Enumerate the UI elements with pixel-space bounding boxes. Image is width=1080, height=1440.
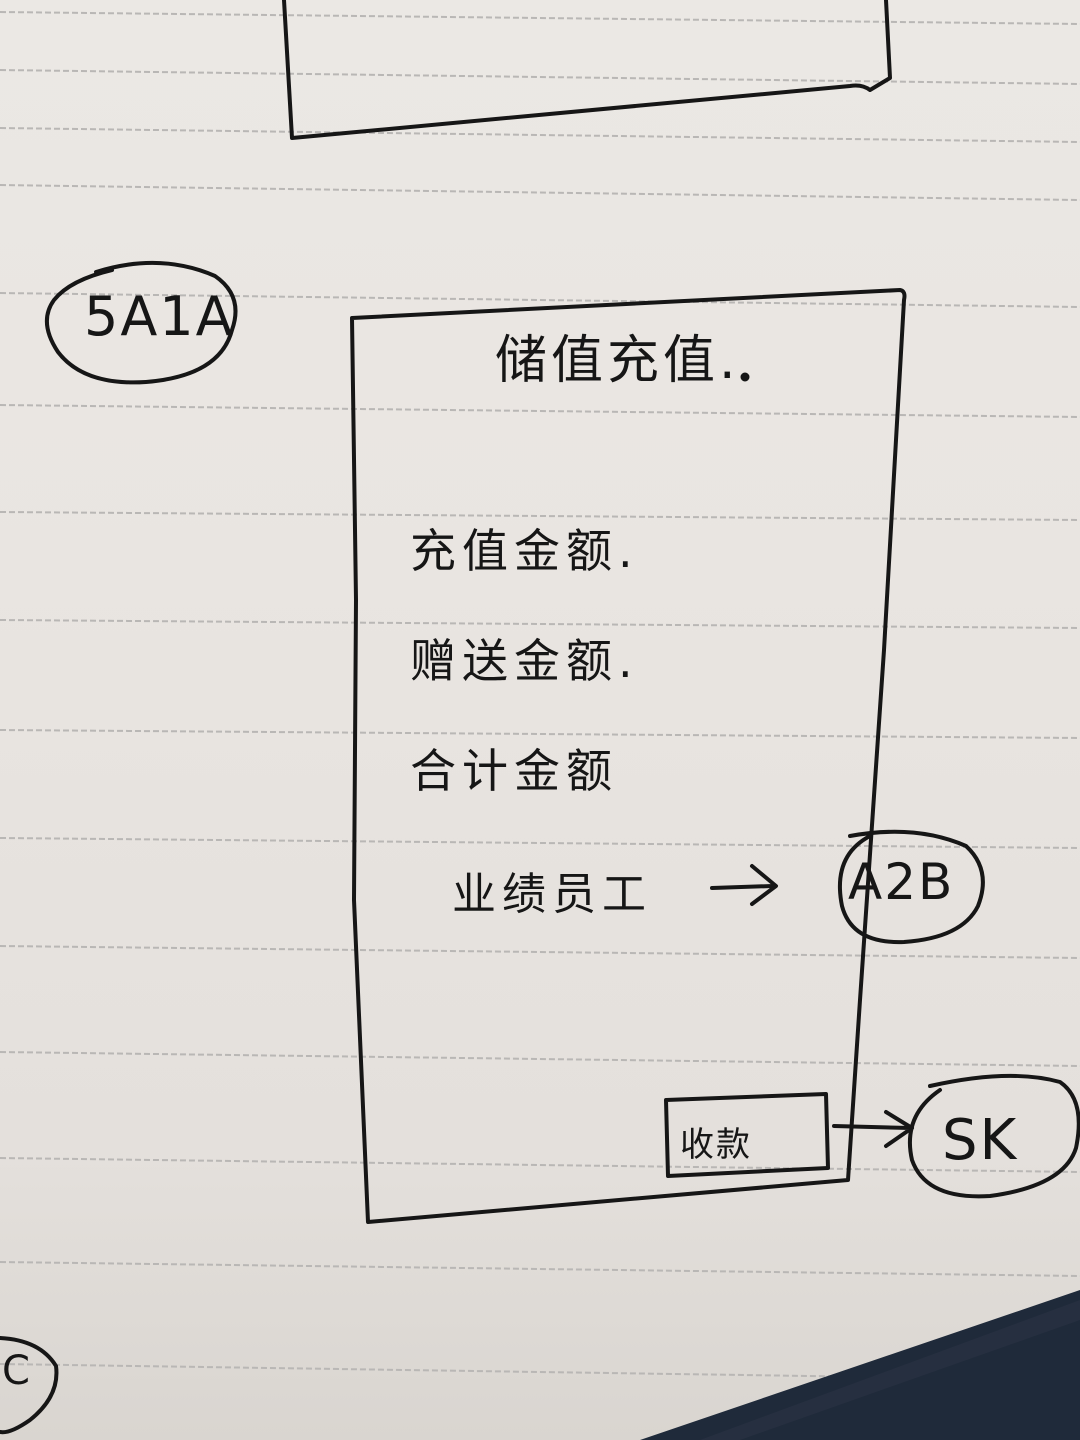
screen-frame — [350, 288, 907, 1224]
previous-screen-frame — [282, 0, 892, 140]
partial-badge: C — [2, 1348, 32, 1394]
checkout-arrow — [832, 1110, 914, 1148]
staff-selector[interactable]: 业绩员工 — [452, 869, 652, 920]
badge-partial-ellipse — [0, 1336, 59, 1435]
badge-a2b-ellipse — [837, 829, 985, 945]
staff-arrow — [710, 864, 778, 906]
checkout-button-frame — [664, 1092, 830, 1178]
badge-5a1a-ellipse — [45, 260, 238, 385]
staff-target-badge: A2B — [848, 853, 955, 911]
checkout-target-badge: SK — [942, 1108, 1019, 1173]
total-amount-field: 合计金额 — [410, 744, 618, 798]
gift-amount-field[interactable]: 赠送金额. — [410, 634, 639, 688]
badge-sk-ellipse — [907, 1073, 1080, 1199]
checkout-button-label: 收款 — [680, 1125, 752, 1165]
screen-id-badge: 5A1A — [84, 285, 235, 348]
page-title: 储值充值. — [495, 331, 740, 391]
recharge-amount-field[interactable]: 充值金额. — [410, 524, 639, 578]
